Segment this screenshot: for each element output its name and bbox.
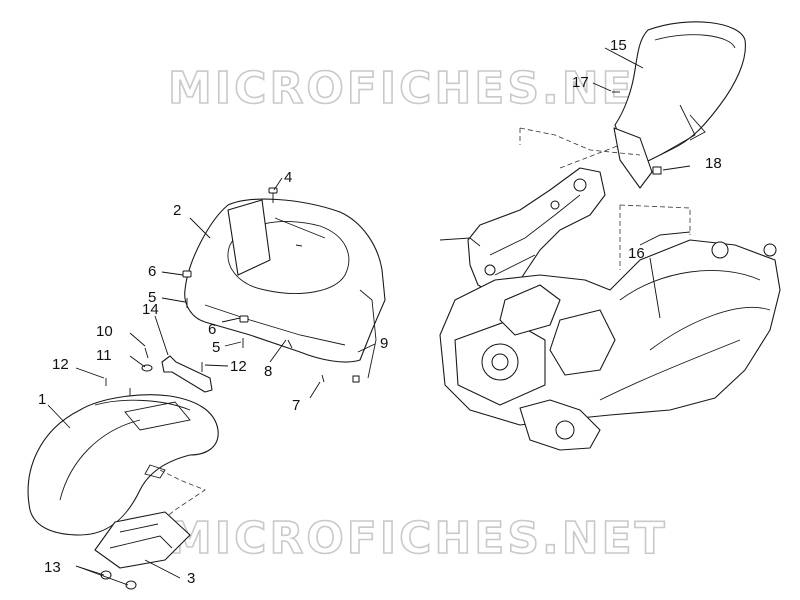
callout-1: 1 [38, 391, 46, 408]
callout-4: 4 [284, 169, 292, 186]
callout-10: 10 [96, 323, 113, 340]
callout-11: 11 [96, 347, 112, 364]
inner-shield [184, 198, 386, 379]
callout-16: 16 [628, 245, 645, 262]
callout-18: 18 [705, 155, 722, 172]
callout-5-lower: 5 [212, 339, 220, 356]
callout-9: 9 [380, 335, 388, 352]
lower-bracket [94, 511, 191, 569]
callout-17: 17 [572, 74, 589, 91]
dash-rear-c [559, 144, 621, 169]
callout-2: 2 [173, 202, 181, 219]
callout-12-right: 12 [230, 358, 247, 375]
leader-lines [47, 47, 691, 586]
callouts: 1 2 3 4 5 5 6 6 7 8 9 10 11 12 12 13 14 … [38, 37, 722, 587]
callout-13: 13 [44, 559, 61, 576]
watermark-top: MICROFICHES.NET [168, 63, 668, 114]
callout-3: 3 [187, 570, 195, 587]
dash-rear-d [619, 204, 691, 235]
callout-5-upper: 5 [148, 289, 156, 306]
front-fender [27, 394, 219, 536]
callout-6-lower: 6 [208, 321, 216, 338]
callout-15: 15 [610, 37, 627, 54]
callout-7: 7 [292, 397, 300, 414]
engine-assembly [439, 231, 781, 451]
dash-rear-a [519, 127, 641, 156]
clip-bar [161, 355, 213, 393]
rear-fender [613, 21, 746, 189]
callout-6-upper: 6 [148, 263, 156, 280]
callout-8: 8 [264, 363, 272, 380]
nut-13 [100, 570, 137, 590]
callout-12-left: 12 [52, 356, 69, 373]
callout-14: 14 [142, 301, 159, 318]
watermark-bottom: MICROFICHES.NET [168, 513, 668, 564]
